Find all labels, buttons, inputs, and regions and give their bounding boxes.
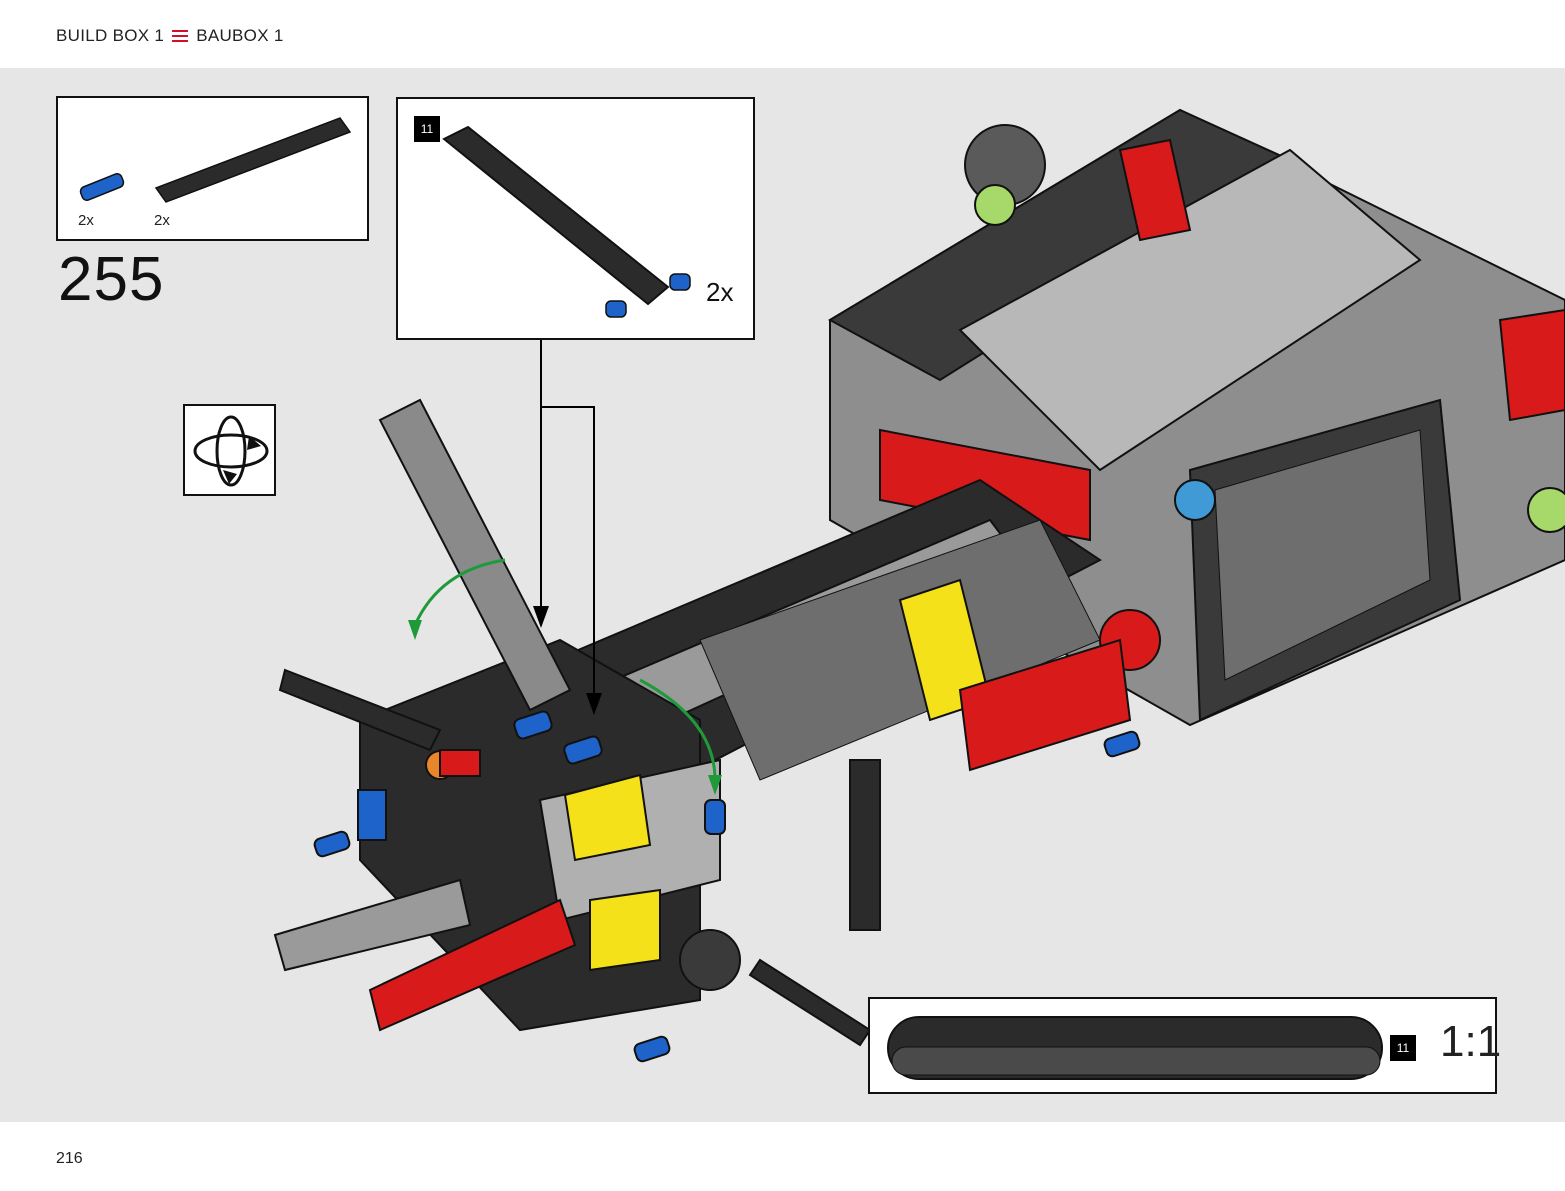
model-illustration — [273, 108, 1565, 1063]
sub-step-badge: 11 — [414, 116, 440, 142]
page-header: BUILD BOX 1 BAUBOX 1 — [0, 0, 1565, 68]
callout-arrows — [533, 340, 602, 715]
page-footer — [0, 1122, 1565, 1191]
rotate-model-icon — [193, 415, 269, 487]
parts-illustration — [79, 117, 352, 203]
instruction-canvas — [0, 68, 1565, 1122]
green-motion-arrows — [408, 558, 722, 795]
blue-axle-pin-icon — [79, 173, 125, 201]
scale-badge: 11 — [1390, 1035, 1416, 1061]
part-qty-beam: 2x — [154, 212, 170, 229]
build-box-de: BAUBOX 1 — [196, 26, 284, 45]
black-beam-icon — [154, 117, 352, 203]
chassis-front — [273, 638, 872, 1047]
parts-list-box: 2x 2x — [56, 96, 369, 241]
rotate-box — [183, 404, 276, 496]
blue-pins — [313, 710, 1141, 1063]
attached-beam — [378, 398, 572, 712]
build-box-label: BUILD BOX 1 BAUBOX 1 — [56, 26, 284, 46]
step-number: 255 — [58, 245, 165, 314]
blue-pin-icon — [605, 273, 691, 318]
scale-label: 1:1 — [1440, 1017, 1502, 1066]
sub-assembly-illustration — [442, 125, 691, 318]
menu-icon — [172, 30, 189, 42]
scale-reference-box: 11 1:1 — [868, 997, 1501, 1094]
page-number: 216 — [56, 1150, 83, 1167]
sub-assembly-box: 11 2x — [396, 97, 755, 340]
part-qty-pin: 2x — [78, 212, 94, 229]
build-box-en: BUILD BOX 1 — [56, 26, 165, 45]
sub-assembly-qty: 2x — [706, 277, 734, 307]
scale-beam-illustration — [887, 1016, 1383, 1080]
